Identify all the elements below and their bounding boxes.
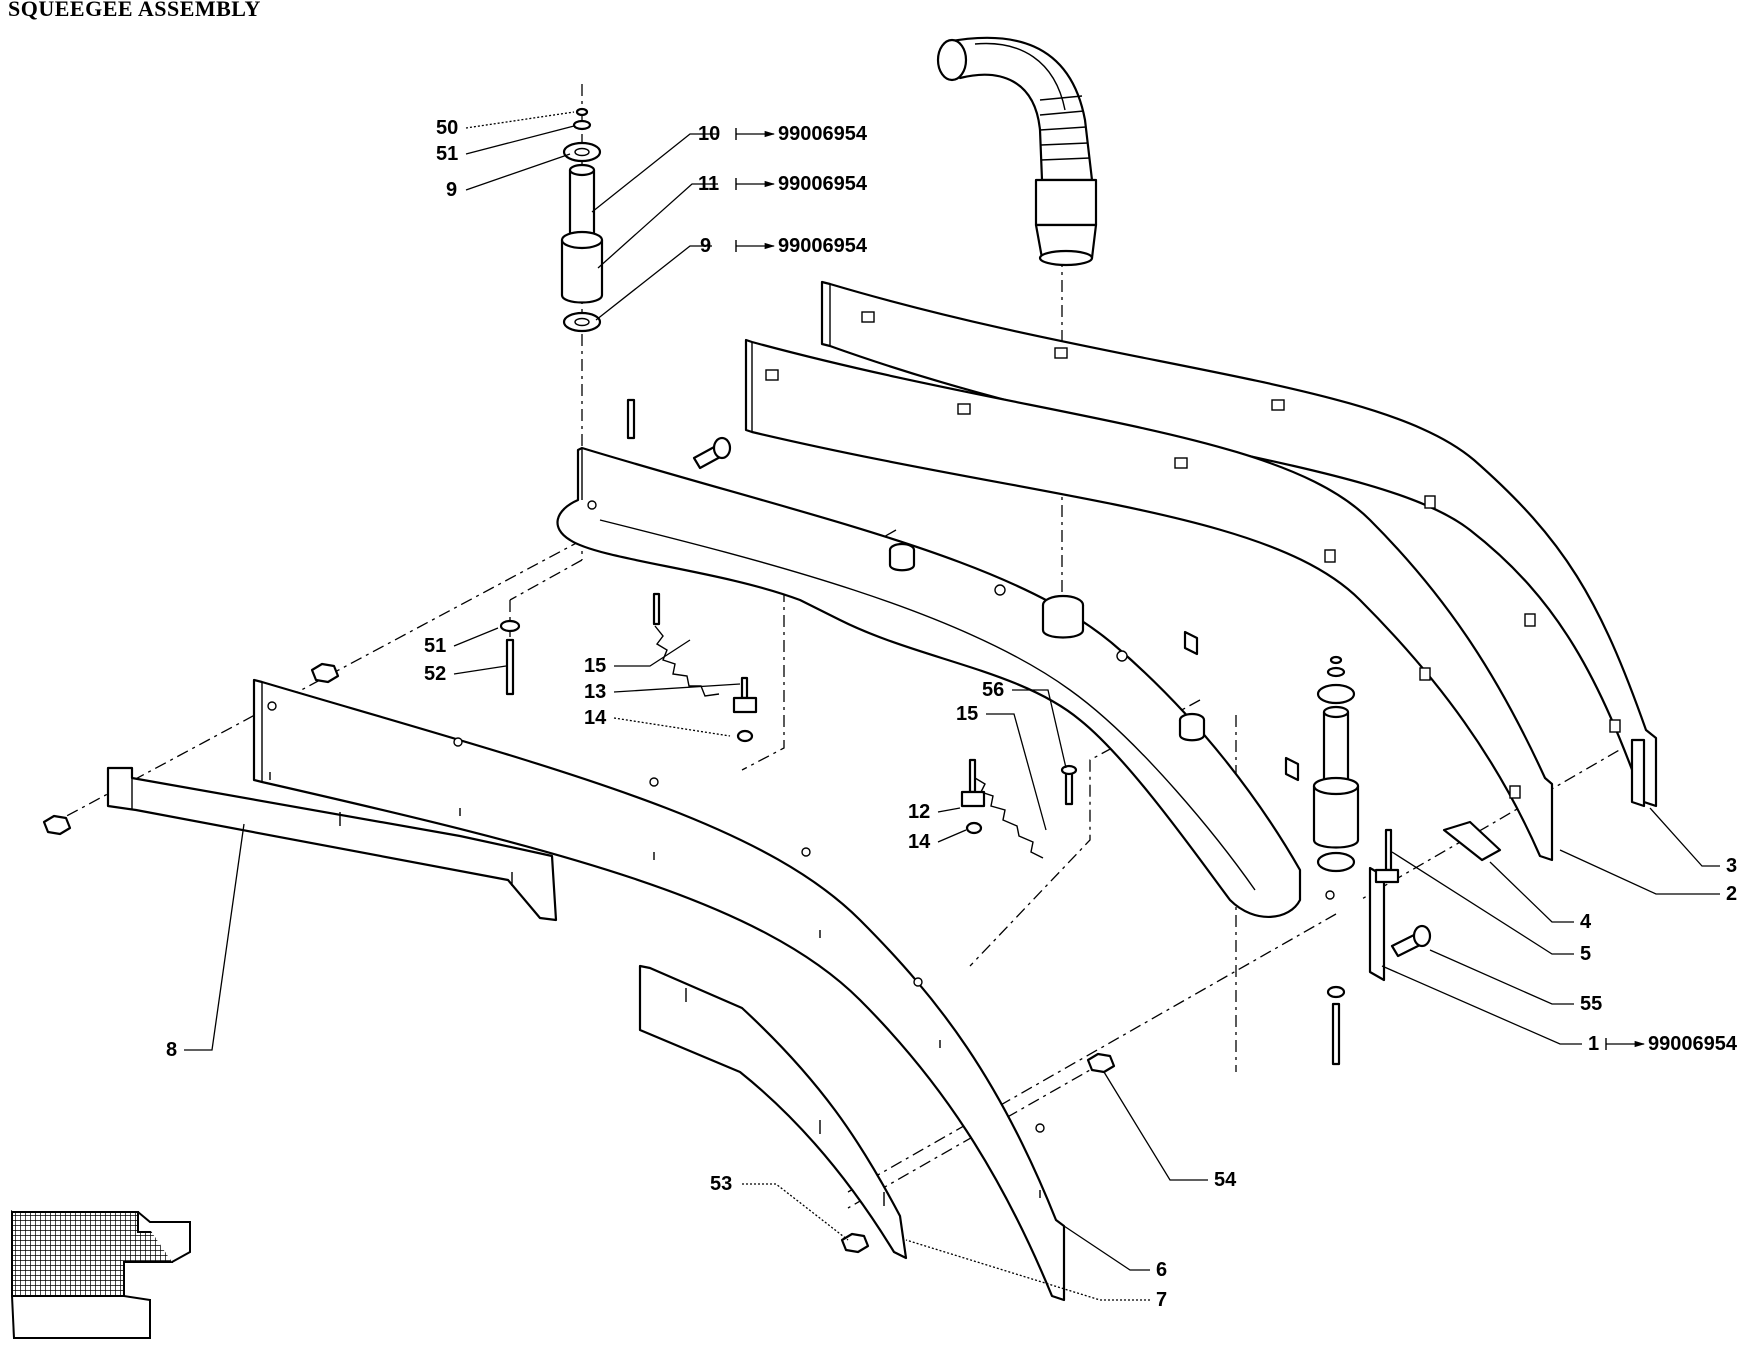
callout-8: 8 — [166, 1039, 177, 1061]
frame-bolt — [692, 436, 732, 470]
bolt-55 — [1390, 924, 1432, 958]
squeegee-frame-1 — [556, 446, 1386, 982]
reference-part-numbers: 99006954 99006954 99006954 99006954 — [778, 123, 1738, 1055]
callout-3: 3 — [1726, 855, 1737, 877]
reference-10: 99006954 — [778, 123, 868, 145]
rear-blade-3 — [820, 280, 1658, 808]
direction-arrow-icon — [10, 1209, 191, 1339]
callout-55: 55 — [1580, 993, 1602, 1015]
callout-52: 52 — [424, 663, 446, 685]
left-wheel-stack — [560, 107, 604, 333]
callout-7: 7 — [1156, 1289, 1167, 1311]
callout-51-top: 51 — [436, 143, 458, 165]
callout-15-left: 15 — [584, 655, 606, 677]
hardware-group-13-14-15 — [652, 592, 758, 743]
right-wheel-stack — [1312, 655, 1360, 873]
callout-6: 6 — [1156, 1259, 1167, 1281]
callout-2: 2 — [1726, 883, 1737, 905]
hardware-group-12-14-15-56 — [960, 758, 1078, 859]
nut-left-lower — [42, 814, 72, 836]
leader-lines — [184, 111, 1720, 1301]
clip-4-and-pin-5 — [1374, 820, 1502, 884]
callout-53: 53 — [710, 1173, 732, 1195]
blade-strip-7 — [638, 964, 908, 1260]
callout-9-bottom: 9 — [700, 235, 711, 257]
reference-arrows — [735, 128, 1646, 1050]
reference-1: 99006954 — [1648, 1033, 1738, 1055]
callout-5: 5 — [1580, 943, 1591, 965]
reference-9: 99006954 — [778, 235, 868, 257]
callout-56: 56 — [982, 679, 1004, 701]
callout-9-top: 9 — [446, 179, 457, 201]
reference-11: 99006954 — [778, 173, 868, 195]
callout-10: 10 — [698, 123, 720, 145]
bolt-52-washer-51 — [499, 619, 521, 696]
callout-11: 11 — [698, 173, 719, 195]
callout-51-lower: 51 — [424, 635, 446, 657]
lower-bolt-and-washer — [1326, 985, 1346, 1066]
rear-blade-2 — [744, 338, 1554, 862]
nut-54 — [1086, 1052, 1116, 1074]
page-title: SQUEEGEE ASSEMBLY — [8, 0, 261, 21]
frame-roll-pin — [626, 398, 636, 440]
callout-50: 50 — [436, 117, 458, 139]
nut-53 — [840, 1232, 870, 1254]
callout-13: 13 — [584, 681, 606, 703]
suction-hose — [936, 36, 1098, 267]
callout-4: 4 — [1580, 911, 1592, 933]
blade-strip-8 — [106, 766, 558, 922]
callout-12: 12 — [908, 801, 930, 823]
callout-14-right: 14 — [908, 831, 931, 853]
callout-labels: 50 51 9 10 11 9 51 52 15 13 14 56 15 12 … — [166, 117, 1737, 1311]
callout-54: 54 — [1214, 1169, 1237, 1191]
nut-left-upper — [310, 662, 340, 684]
callout-15-right: 15 — [956, 703, 978, 725]
callout-14-left: 14 — [584, 707, 607, 729]
front-blade-6 — [252, 678, 1066, 1302]
callout-1: 1 — [1588, 1033, 1599, 1055]
